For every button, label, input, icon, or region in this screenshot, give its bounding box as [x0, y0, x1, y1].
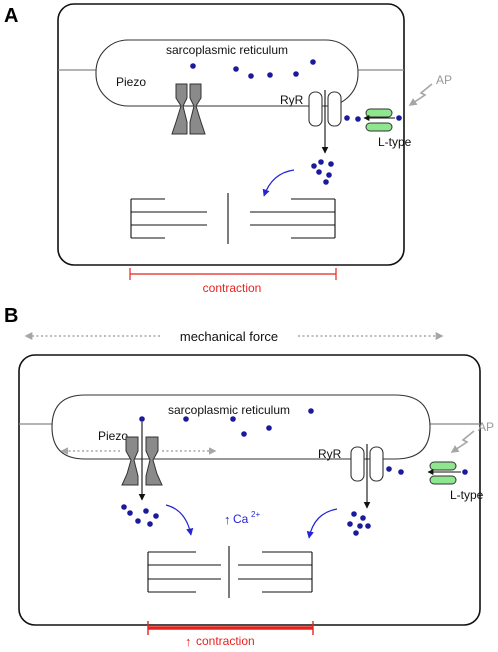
mechanical-force-label: mechanical force [180, 329, 278, 344]
calcium-increase-label: ↑ Ca 2+ [224, 510, 260, 527]
cytosolic-calcium-ions-a [311, 159, 334, 185]
ap-label-b: AP [478, 420, 494, 434]
cell-membrane-a [57, 3, 405, 266]
sr-label-a: sarcoplasmic reticulum [166, 43, 288, 57]
ryr-channel-b-icon [350, 446, 384, 482]
calcium-charge-label: 2+ [251, 510, 260, 519]
piezo-open-channel-icon [121, 436, 163, 486]
l-type-channel-b-icon [429, 461, 457, 485]
calcium-flow-arrow-a [262, 169, 295, 197]
panel-a: A sarcoplasmic reticulum Piezo RyR [4, 3, 452, 295]
l-type-calcium-ions-b [386, 466, 468, 475]
sarcomere-a [130, 193, 336, 244]
contraction-label-b: contraction [196, 634, 255, 648]
cytosolic-calcium-ions-right-b [347, 511, 371, 536]
cell-membrane-b [18, 354, 481, 626]
ap-lightning-arrow-b [450, 430, 475, 453]
sarcoplasmic-reticulum-a [95, 39, 359, 107]
calcium-flow-arrow-left-b [165, 504, 194, 536]
panel-a-letter: A [4, 5, 18, 27]
calcium-flow-arrow-right-b [306, 508, 338, 539]
sr-label-b: sarcoplasmic reticulum [168, 403, 290, 417]
contraction-bar-b [147, 621, 314, 635]
l-type-label-a: L-type [378, 135, 412, 149]
panel-b: B mechanical force sarcoplasmic reticulu… [4, 305, 494, 649]
ap-lightning-arrow-a [408, 83, 433, 106]
calcium-increase-arrow: ↑ [224, 512, 231, 527]
l-type-label-b: L-type [450, 488, 484, 502]
calcium-label: Ca [233, 512, 249, 526]
piezo-label-a: Piezo [116, 75, 146, 89]
l-type-channel-icon [365, 108, 393, 132]
panel-b-letter: B [4, 305, 18, 327]
piezo-label-b: Piezo [98, 429, 128, 443]
sarcomere-b [147, 546, 313, 598]
l-type-calcium-ions-a [344, 115, 402, 122]
ryr-channel-icon [308, 91, 342, 127]
contraction-increase-arrow: ↑ [185, 634, 192, 649]
sr-calcium-ions-b [139, 408, 314, 437]
sr-calcium-ions-a [190, 59, 316, 79]
piezo-channel-icon [171, 83, 206, 135]
ryr-label-b: RyR [318, 447, 342, 461]
contraction-bar-a [129, 268, 337, 280]
cytosolic-calcium-ions-left-b [121, 504, 159, 527]
ap-label-a: AP [436, 73, 452, 87]
contraction-label-a: contraction [203, 281, 262, 295]
ryr-label-a: RyR [280, 93, 304, 107]
